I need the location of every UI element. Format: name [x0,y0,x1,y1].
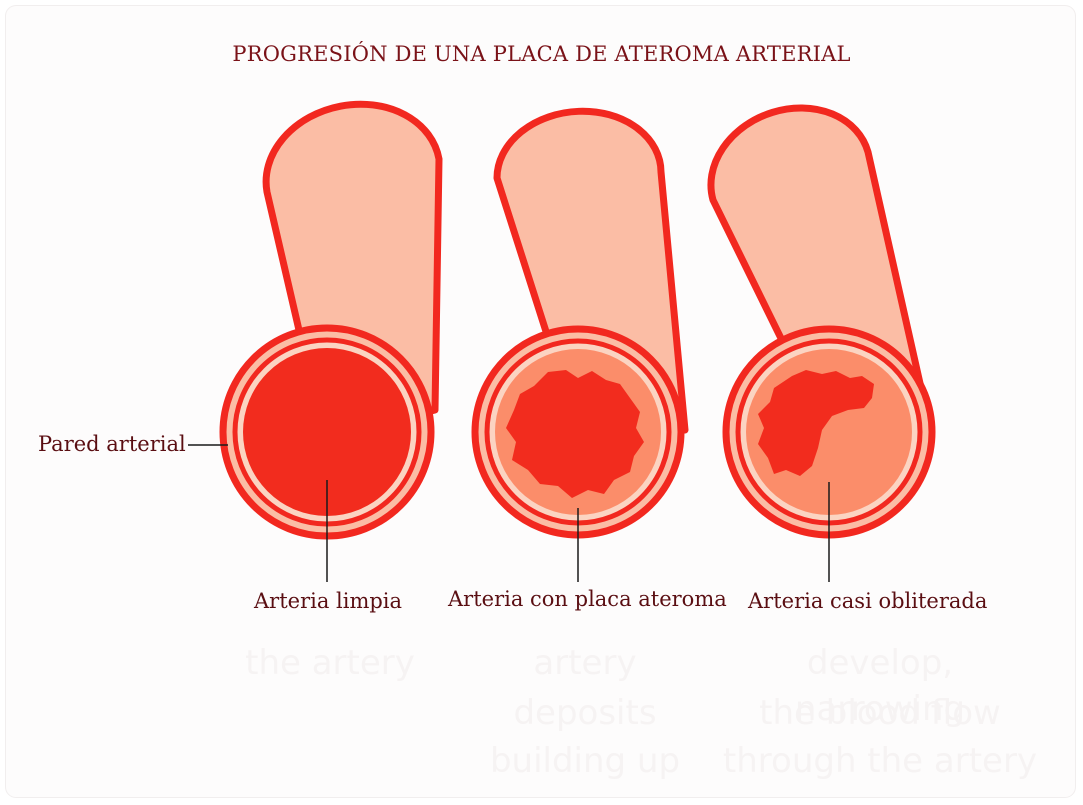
label-arteria-placa: Arteria con placa ateroma [448,587,727,611]
artery-clean [223,104,439,536]
artery-obliterated [711,108,932,535]
label-arteria-limpia: Arteria limpia [254,589,402,613]
label-arteria-obliterada: Arteria casi obliterada [748,589,987,613]
artery-plaque [475,111,685,535]
label-pared-arterial: Pared arterial [38,432,186,456]
